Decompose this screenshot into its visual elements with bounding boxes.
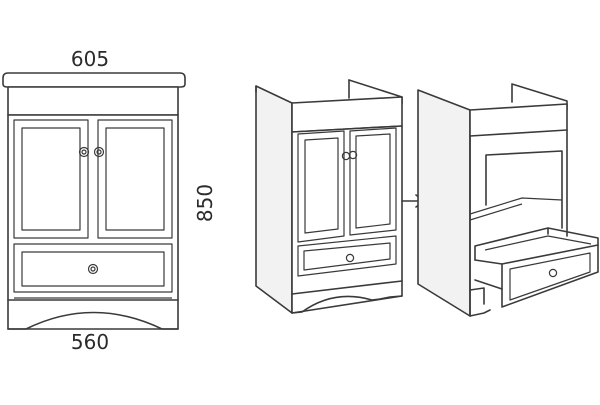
- iso-drawer: [297, 235, 397, 277]
- knob-right: [93, 146, 105, 158]
- iso-plinth-arch: [291, 280, 403, 314]
- drawer-knob: [87, 263, 99, 275]
- iso-open-top-rail: [469, 103, 568, 137]
- cabinet-iso-closed: [255, 79, 403, 314]
- iso-side-panel: [255, 85, 293, 314]
- right-door: [97, 119, 173, 239]
- dimension-top-width: 605: [71, 47, 109, 71]
- cabinet-frame: [7, 114, 179, 330]
- left-door: [13, 119, 89, 239]
- knob-left: [78, 146, 90, 158]
- front-drawer: [13, 243, 173, 293]
- iso-open-interior: [469, 129, 568, 317]
- iso-drawer-knob: [345, 253, 355, 263]
- cabinet-iso-open: [417, 83, 599, 317]
- iso-knob-right: [348, 150, 358, 160]
- iso-open-drawer-knob: [548, 268, 558, 278]
- dimension-base-width: 560: [71, 330, 109, 354]
- iso-front-frame: [291, 125, 403, 314]
- iso-open-drawer-front: [501, 244, 599, 308]
- countertop: [2, 72, 186, 88]
- front-elevation: [2, 72, 186, 330]
- iso-open-shelf: [469, 197, 563, 221]
- iso-open-side-panel: [417, 89, 471, 317]
- plinth-arch: [7, 299, 179, 330]
- iso-open-base: [469, 287, 491, 317]
- dimension-height: 850: [193, 184, 217, 222]
- iso-open-drawer-box: [474, 227, 599, 261]
- door-knobs: [78, 146, 105, 158]
- top-band: [7, 86, 179, 116]
